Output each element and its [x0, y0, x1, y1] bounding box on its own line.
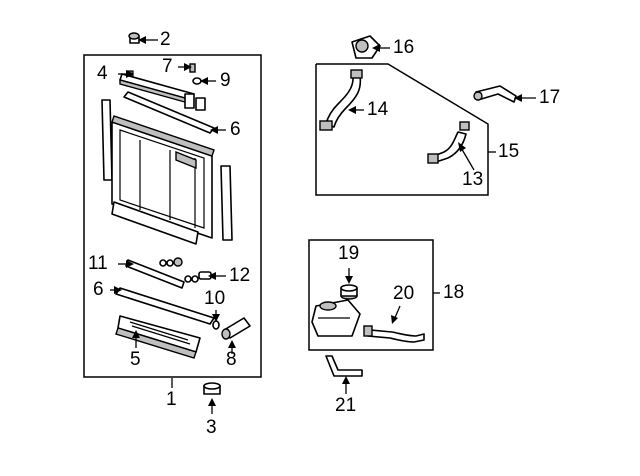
callout-15: 15 [498, 141, 520, 162]
outlet-pipe-part [221, 317, 251, 340]
callout-3: 3 [206, 417, 217, 438]
callout-13: 13 [462, 169, 484, 190]
callout-6-lower: 6 [93, 279, 104, 300]
right-support-part [220, 165, 233, 241]
reservoir-group-box [308, 239, 434, 351]
callout-7: 7 [162, 56, 173, 77]
callout-17: 17 [539, 87, 561, 108]
o-ring-part [192, 77, 202, 85]
reservoir-hose-part [325, 355, 363, 377]
leader-lines [110, 36, 536, 414]
reservoir-tank-part [311, 299, 361, 337]
radiator-group-box [83, 54, 262, 378]
callout-5: 5 [130, 349, 141, 370]
radiator-cap-part [203, 382, 221, 395]
callout-1: 1 [166, 389, 177, 410]
upper-seal-part [123, 91, 215, 134]
clip-part [128, 32, 140, 44]
callout-4: 4 [97, 63, 108, 84]
inlet-pipe-part [473, 85, 517, 103]
callout-20: 20 [393, 283, 415, 304]
lower-hose-part [427, 121, 470, 164]
cap-part [189, 63, 196, 73]
overflow-hose-part [363, 325, 425, 343]
callout-2: 2 [160, 29, 171, 50]
callout-8: 8 [226, 349, 237, 370]
water-outlet-part [351, 35, 381, 59]
callout-6-upper: 6 [230, 119, 241, 140]
callout-14: 14 [367, 99, 389, 120]
callout-9: 9 [220, 70, 231, 91]
callout-18: 18 [443, 282, 465, 303]
radiator-core-part [111, 115, 215, 239]
callout-10: 10 [204, 288, 226, 309]
lower-bar-part [111, 201, 199, 245]
callout-21: 21 [335, 395, 357, 416]
callout-19: 19 [338, 243, 360, 264]
lower-tank-part [115, 315, 201, 359]
reservoir-cap-part [340, 284, 358, 300]
callout-16: 16 [393, 37, 415, 58]
callout-11: 11 [88, 253, 108, 274]
callout-12: 12 [229, 265, 251, 286]
left-support-part [101, 99, 113, 181]
hose-group-box [315, 63, 489, 196]
upper-hose-part [319, 69, 363, 131]
